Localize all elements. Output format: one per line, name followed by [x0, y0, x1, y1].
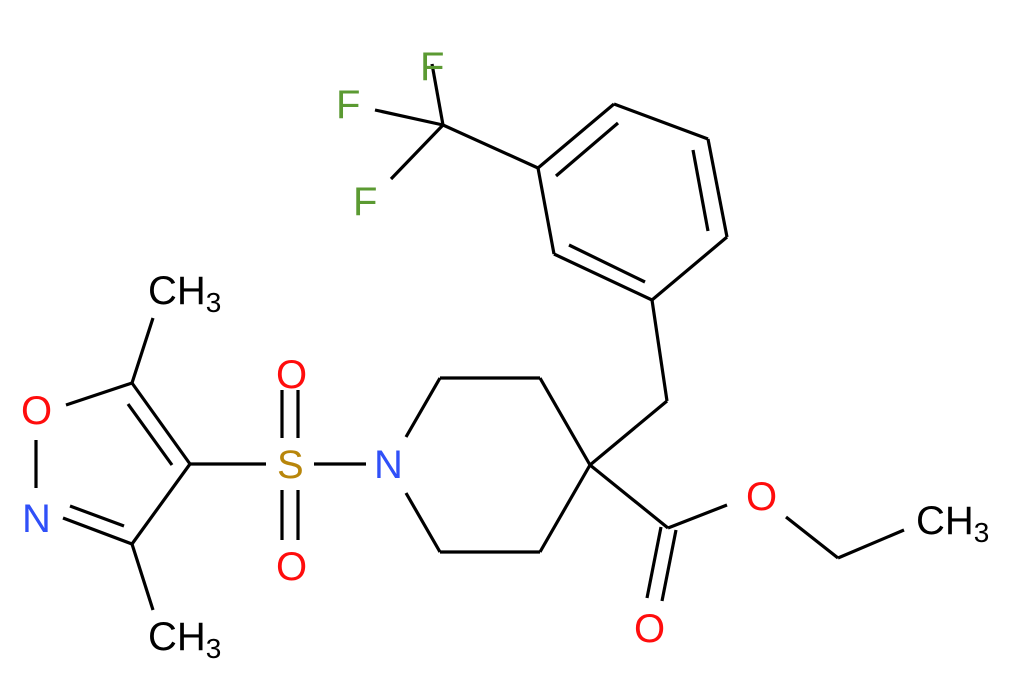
bond-ch2-ch3: [837, 528, 905, 560]
oxygen-atom-ester-carbonyl: O: [634, 607, 665, 651]
bond-c5-c4-double: [126, 403, 174, 466]
bond-c3-n-double: [69, 504, 125, 528]
bond-c4-c3: [130, 463, 192, 545]
oxygen-atom-sulfonyl-top: O: [276, 353, 307, 397]
bond-c4-ch2: [588, 399, 669, 467]
isoxazole-ring: [34, 317, 192, 611]
bond-ar-4: [613, 102, 709, 141]
bond-c5-methyl: [130, 317, 155, 384]
bond-c-f-left: [374, 108, 444, 127]
piperidine-ring: [404, 376, 592, 554]
bond-o-c5: [65, 381, 133, 407]
bond-c3-n: [62, 516, 133, 546]
fluorine-atom-bottom: F: [353, 180, 377, 224]
bond-ch2-aryl: [650, 299, 669, 402]
bond-ar-3-double: [554, 121, 620, 178]
bond-c-f-bottom: [389, 123, 445, 181]
bond-ar-5: [706, 138, 729, 238]
oxygen-atom-isoxazole: O: [21, 389, 52, 433]
ethyl-ester-group: [588, 463, 905, 602]
bond-ar-6: [650, 235, 729, 302]
methyl-label-isoxazole-bottom: CH3: [148, 615, 221, 664]
bond-ar-3: [536, 102, 616, 170]
bond-c-f-top: [430, 63, 445, 126]
fluorine-atom-left: F: [336, 83, 360, 127]
bond-ar-5-double: [691, 149, 710, 232]
methyl-label-ethyl: CH3: [916, 499, 989, 548]
bond-carbonyl-o: [667, 503, 728, 530]
bond-ar-1: [553, 252, 653, 302]
methyl-label-isoxazole-top: CH3: [148, 269, 221, 318]
nitrogen-atom-isoxazole: N: [22, 497, 51, 541]
benzyl-group: [536, 102, 729, 467]
bond-o-ch2: [785, 515, 839, 560]
bond-c6-n: [404, 492, 442, 553]
bond-c3-methyl: [130, 543, 155, 611]
bond-n-c2: [404, 377, 442, 438]
bond-c5-c4: [130, 382, 192, 465]
bond-c3-c4: [538, 377, 592, 466]
trifluoromethyl-group: [374, 63, 539, 181]
bond-ar-2: [536, 167, 556, 255]
bond-c4-c5: [538, 464, 592, 553]
oxygen-atom-ester-ether: O: [746, 475, 777, 519]
bond-c-o-double-a: [645, 526, 663, 599]
sulfonyl-group: [190, 390, 366, 540]
bond-ar-1-double: [568, 243, 646, 284]
fluorine-atom-top: F: [420, 45, 444, 89]
bond-aryl-cf3: [442, 123, 539, 170]
nitrogen-atom-piperidine: N: [374, 443, 403, 487]
oxygen-atom-sulfonyl-bottom: O: [276, 545, 307, 589]
bond-c4-carbonyl: [588, 463, 670, 530]
bond-c-o-double-b: [660, 529, 678, 602]
sulfur-atom: S: [277, 443, 304, 487]
